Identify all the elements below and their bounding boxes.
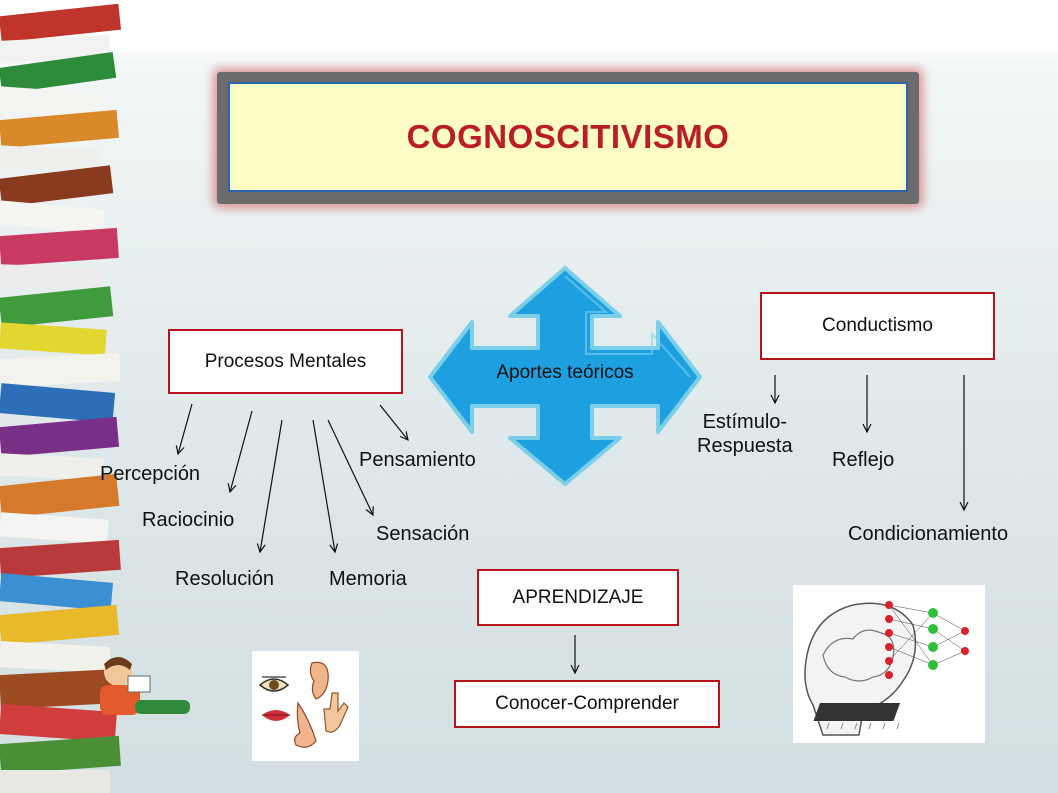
procesos-mentales-box: Procesos Mentales [168,329,403,394]
arrow-sensacion [327,419,373,515]
conductismo-box: Conductismo [760,292,995,360]
arrow-memoria [312,419,335,552]
top-band [0,0,1058,48]
item-memoria: Memoria [329,568,407,590]
book-stack-icon [0,3,190,793]
brain-network-icon [804,601,969,736]
page-title: COGNOSCITIVISMO [406,118,730,155]
item-resolucion: Resolución [175,568,274,590]
conocer-comprender-label: Conocer-Comprender [495,693,679,714]
brain-network-picture [793,585,985,743]
item-reflejo: Reflejo [832,449,895,471]
senses-picture [252,651,359,761]
arrow-resolucion [260,419,283,552]
aprendizaje-label: APRENDIZAJE [512,586,644,608]
arrow-percepcion [178,403,193,454]
arrow-pensamiento [379,404,408,440]
top-fade [0,44,1058,62]
item-pensamiento: Pensamiento [359,449,476,471]
item-estimulo-respuesta: Estímulo- Respuesta [697,411,793,457]
conocer-comprender-box: Conocer-Comprender [454,680,720,728]
four-way-arrow-icon [428,266,702,486]
arrow-raciocinio [230,410,253,492]
procesos-mentales-label: Procesos Mentales [204,350,367,372]
item-percepcion: Percepción [100,463,201,485]
aprendizaje-box: APRENDIZAJE [477,569,679,626]
item-raciocinio: Raciocinio [142,509,235,531]
conductismo-label: Conductismo [822,315,933,336]
title-box: COGNOSCITIVISMO [228,82,908,192]
center-label: Aportes teóricos [496,362,634,383]
senses-icon [258,661,349,748]
item-condicionamiento: Condicionamiento [848,523,1009,545]
item-sensacion: Sensación [376,523,470,545]
